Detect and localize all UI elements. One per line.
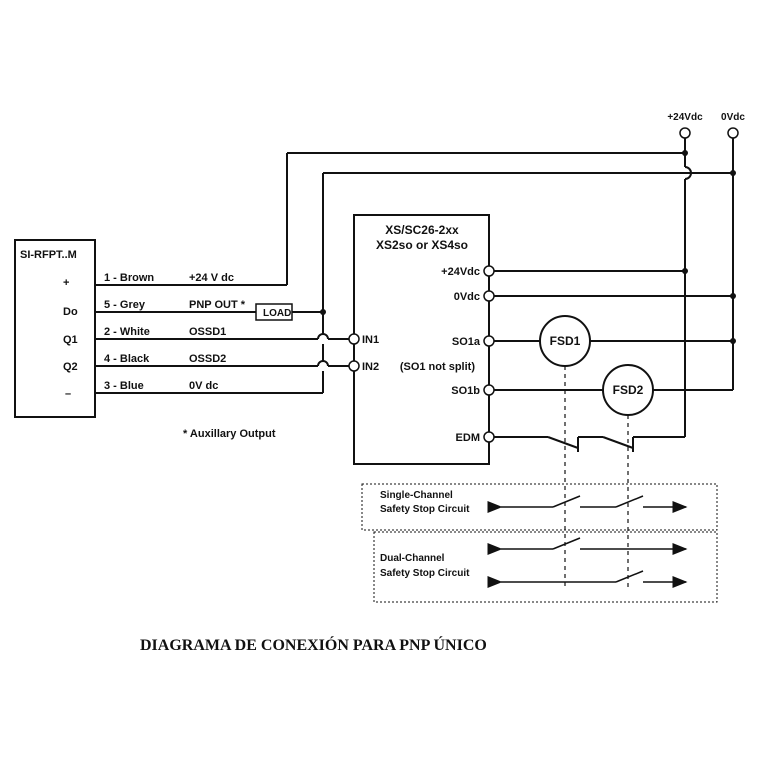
sensor-wires [95,277,349,394]
zero-volt-terminal [727,127,739,139]
dual-channel-line1: Dual-Channel [380,553,445,564]
sensor-pin: Q2 [63,361,78,373]
dual-channel-box: Dual-Channel Safety Stop Circuit [373,531,718,603]
t0-label: 0Vdc [454,291,480,303]
in2-terminal [348,360,360,372]
load-label: LOAD [263,308,291,319]
sensor-name: SI-RFPT..M [20,249,77,261]
plus24-terminal [679,127,691,139]
in2-label: IN2 [362,361,379,373]
wire-id: 4 - Black [104,353,150,365]
fsd2-relay: FSD2 [602,364,654,416]
module-subtitle: XS2so or XS4so [376,238,468,252]
dual-channel-line2: Safety Stop Circuit [380,568,470,579]
t24-label: +24Vdc [441,266,480,278]
t24-terminal [483,265,495,277]
fsd1-label: FSD1 [550,334,581,348]
so1a-label: SO1a [452,336,481,348]
so1a-terminal [483,335,495,347]
edm-label: EDM [456,432,480,444]
sensor-pin: Do [63,306,78,318]
wire-signal: 0V dc [189,380,218,392]
supply-rails [286,138,736,437]
wire-signal: PNP OUT * [189,299,246,311]
supply-pos-label: +24Vdc [667,112,703,123]
wire-signal: +24 V dc [189,272,234,284]
footnote: * Auxillary Output [183,428,276,440]
so1b-label: SO1b [451,385,480,397]
in1-label: IN1 [362,334,379,346]
safety-module: XS/SC26-2xx XS2so or XS4so IN1 IN2 +24Vd… [348,214,495,465]
fsd1-relay: FSD1 [539,315,591,367]
sensor-pin: Q1 [63,334,78,346]
supply-neg-label: 0Vdc [721,112,745,123]
sensor-pin: + [63,277,69,289]
fsd2-label: FSD2 [613,383,644,397]
sensor-box: SI-RFPT..M + Do Q1 Q2 – [14,239,96,418]
single-channel-line1: Single-Channel [380,490,453,501]
so1-note: (SO1 not split) [400,361,476,373]
single-channel-line2: Safety Stop Circuit [380,504,470,515]
module-title: XS/SC26-2xx [385,223,459,237]
sensor-pin: – [65,388,71,400]
wire-signal: OSSD1 [189,326,226,338]
edm-terminal [483,431,495,443]
supply-terminals: +24Vdc 0Vdc [667,112,745,139]
module-output-wiring [494,268,736,452]
wire-id: 5 - Grey [104,299,146,311]
so1b-terminal [483,384,495,396]
single-channel-box: Single-Channel Safety Stop Circuit [361,483,718,531]
wire-signal: OSSD2 [189,353,226,365]
wire-id: 2 - White [104,326,150,338]
diagram-title: DIAGRAMA DE CONEXIÓN PARA PNP ÚNICO [140,635,487,654]
t0-terminal [483,290,495,302]
in1-terminal [348,333,360,345]
wire-id: 3 - Blue [104,380,144,392]
wire-id: 1 - Brown [104,272,154,284]
relay-linkages [564,366,629,590]
